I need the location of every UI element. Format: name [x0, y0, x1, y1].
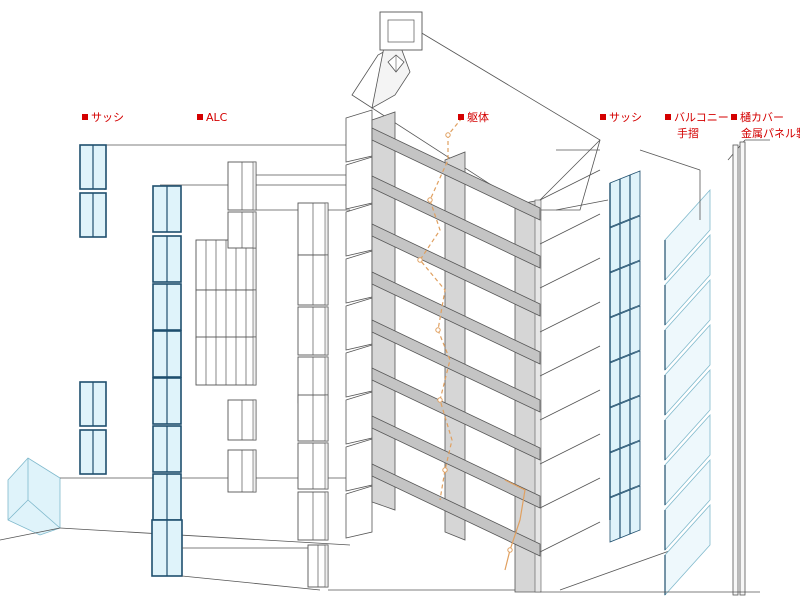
slab-edge	[539, 345, 601, 377]
slab-edge	[539, 213, 601, 245]
red-square-icon	[197, 114, 203, 120]
panel-edge	[324, 306, 329, 356]
panel-edge	[252, 449, 257, 493]
slab-edge	[539, 301, 601, 333]
floor-slab	[371, 223, 541, 317]
red-square-icon	[82, 114, 88, 120]
floor-slab	[371, 319, 541, 413]
balcony-step	[345, 297, 373, 351]
guide-line	[181, 575, 321, 591]
drain-pipe-lower	[504, 479, 526, 571]
drain-pipe	[419, 117, 463, 501]
balcony-step	[345, 156, 373, 210]
label-gutter-cover: 樋カバー	[731, 111, 784, 124]
panel-edge	[324, 442, 329, 490]
panel-edge	[252, 211, 257, 249]
floor-slab	[371, 463, 541, 557]
label-metal-panel: 金属パネル製	[741, 127, 800, 140]
red-square-icon	[665, 114, 671, 120]
panel-edge	[324, 202, 329, 256]
pipe-joint	[417, 257, 423, 263]
panel-edge	[324, 491, 329, 541]
panel-edge	[324, 254, 329, 306]
gutter-cover-panel	[739, 141, 746, 596]
label-sash-right: サッシ	[600, 111, 642, 124]
balcony-step	[345, 485, 373, 539]
slab-edge	[539, 169, 601, 201]
floor-slab	[371, 127, 541, 221]
pipe-joint	[507, 547, 513, 553]
red-square-icon	[731, 114, 737, 120]
panel-edge	[324, 394, 329, 442]
balcony-step	[345, 250, 373, 304]
pipe-joint	[427, 197, 433, 203]
glass-canopy	[7, 457, 61, 536]
panel-edge	[252, 161, 257, 211]
red-square-icon	[458, 114, 464, 120]
label-sash-left: サッシ	[82, 111, 124, 124]
pipe-joint	[437, 397, 443, 403]
structural-column-middle	[444, 151, 466, 541]
red-square-icon	[600, 114, 606, 120]
pipe-joint	[445, 132, 451, 138]
floor-slab	[371, 175, 541, 269]
balcony-step	[345, 438, 373, 492]
label-structure: 躯体	[458, 111, 489, 124]
slab-edge	[539, 477, 601, 509]
label-handrail: 手摺	[677, 127, 699, 140]
panel-edge	[252, 399, 257, 441]
balcony-step	[345, 344, 373, 398]
glass-canopy-edge	[27, 499, 61, 529]
guide-line	[59, 527, 351, 546]
gutter-cover	[732, 144, 739, 596]
guide-line	[555, 199, 609, 211]
pipe-joint	[435, 327, 441, 333]
slab-edge	[539, 389, 601, 421]
label-alc: ALC	[197, 111, 227, 124]
slab-edge	[539, 521, 601, 553]
slab-edge	[539, 433, 601, 465]
structural-column-left	[371, 111, 396, 511]
panel-edge	[324, 544, 329, 588]
guide-line	[639, 149, 701, 171]
floor-slab	[371, 271, 541, 365]
panel-edge	[252, 336, 257, 386]
guide-line	[0, 527, 61, 541]
glass-canopy-edge	[7, 499, 29, 521]
floor-slab	[371, 367, 541, 461]
panel-edge	[252, 289, 257, 339]
balcony-step	[345, 203, 373, 257]
balcony-step	[345, 391, 373, 445]
label-balcony: バルコニー	[665, 111, 729, 124]
rooftop-box-inner	[387, 19, 415, 43]
balcony-step	[345, 109, 373, 163]
slab-edge	[539, 257, 601, 289]
column-edge-face	[534, 199, 542, 593]
pipe-joint	[442, 467, 448, 473]
